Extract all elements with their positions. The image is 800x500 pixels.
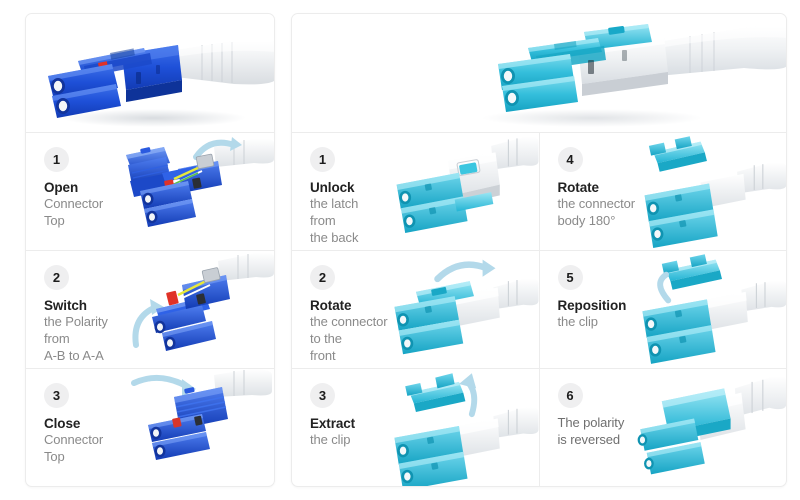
right-step-4-line-2: body 180° xyxy=(557,212,616,228)
left-step-1-line-2: Top xyxy=(44,212,65,228)
right-step-cell-6: 6 The polarity is reversed xyxy=(538,369,787,486)
left-step-3-badge: 3 xyxy=(44,383,69,408)
cyan-connector-unlock-latch-illustration xyxy=(396,136,539,233)
right-step-row-c: 3 Extract the clip xyxy=(292,369,786,486)
left-step-row-2: 2 Switch the Polarity from A-B to A-A xyxy=(26,251,274,369)
right-step-5-text: 5 Reposition the clip xyxy=(540,251,636,368)
left-step-2-art xyxy=(122,251,274,368)
right-step-4-line-1: the connector xyxy=(557,196,636,212)
cyan-connector-reversed-illustration xyxy=(637,376,786,475)
left-step-2-line-3: A-B to A-A xyxy=(44,347,104,363)
left-step-3-line-1: Connector xyxy=(44,432,104,448)
left-step-1-art xyxy=(122,133,274,250)
left-step-cell-1: 1 Open Connector Top xyxy=(26,133,274,250)
left-step-row-1: 1 Open Connector Top xyxy=(26,133,274,251)
left-step-1-line-1: Connector xyxy=(44,196,104,212)
left-step-2-badge: 2 xyxy=(44,265,69,290)
right-step-cell-3: 3 Extract the clip xyxy=(292,369,539,486)
right-step-2-badge: 2 xyxy=(310,265,335,290)
right-step-6-art xyxy=(636,369,787,486)
right-step-3-badge: 3 xyxy=(310,383,335,408)
left-step-3-title: Close xyxy=(44,416,81,431)
right-step-4-text: 4 Rotate the connector body 180° xyxy=(540,133,636,250)
left-step-1-badge: 1 xyxy=(44,147,69,172)
right-step-cell-4: 4 Rotate the connector body 180° xyxy=(538,133,787,250)
right-step-1-text: 1 Unlock the latch from the back xyxy=(292,133,388,250)
right-step-3-line-1: the clip xyxy=(310,432,351,448)
right-panel: 1 Unlock the latch from the back xyxy=(291,13,787,487)
right-step-cell-5: 5 Reposition the clip xyxy=(538,251,787,368)
right-step-3-text: 3 Extract the clip xyxy=(292,369,388,486)
right-step-1-art xyxy=(388,133,539,250)
right-step-6-text: 6 The polarity is reversed xyxy=(540,369,636,486)
left-step-cell-3: 3 Close Connector Top xyxy=(26,369,274,486)
left-step-3-line-2: Top xyxy=(44,448,65,464)
blue-connector-close-top-illustration xyxy=(131,369,272,460)
right-step-rows: 1 Unlock the latch from the back xyxy=(292,133,786,486)
right-step-3-art xyxy=(388,369,539,486)
right-step-2-title: Rotate xyxy=(310,298,352,313)
right-step-1-line-2: from xyxy=(310,212,336,228)
right-step-cell-1: 1 Unlock the latch from the back xyxy=(292,133,539,250)
right-step-1-title: Unlock xyxy=(310,180,355,195)
left-step-2-line-1: the Polarity xyxy=(44,314,108,330)
left-step-row-3: 3 Close Connector Top xyxy=(26,369,274,486)
left-step-2-line-2: from xyxy=(44,330,70,346)
blue-connector-open-top-illustration xyxy=(126,137,274,227)
right-step-1-badge: 1 xyxy=(310,147,335,172)
left-step-2-text: 2 Switch the Polarity from A-B to A-A xyxy=(26,251,122,368)
left-panel: 1 Open Connector Top xyxy=(25,13,275,487)
blue-connector-photo xyxy=(48,40,274,127)
right-step-5-badge: 5 xyxy=(557,265,583,290)
right-step-cell-2: 2 Rotate the connector to the front xyxy=(292,251,539,368)
left-step-1-text: 1 Open Connector Top xyxy=(26,133,122,250)
right-step-1-line-3: the back xyxy=(310,229,359,245)
cyan-connector-extract-clip-illustration xyxy=(394,373,539,486)
right-hero-image xyxy=(292,14,786,133)
left-step-rows: 1 Open Connector Top xyxy=(26,133,274,486)
right-step-1-line-1: the latch xyxy=(310,196,359,212)
right-step-6-line-1: The polarity xyxy=(557,415,625,430)
right-step-4-art xyxy=(636,133,787,250)
right-step-2-line-2: to the xyxy=(310,330,342,346)
right-step-6-badge: 6 xyxy=(557,383,583,408)
right-step-4-title: Rotate xyxy=(557,180,600,195)
cyan-connector-reposition-clip-illustration xyxy=(641,254,786,364)
right-step-4-badge: 4 xyxy=(557,147,583,172)
cyan-connector-photo xyxy=(482,24,786,127)
blue-connector-switch-polarity-illustration xyxy=(132,252,274,351)
right-step-2-art xyxy=(388,251,539,368)
right-step-5-line-1: the clip xyxy=(557,314,598,330)
cyan-connector-rotate-front-illustration xyxy=(394,259,539,355)
left-step-2-title: Switch xyxy=(44,298,87,313)
right-step-row-a: 1 Unlock the latch from the back xyxy=(292,133,786,251)
right-step-5-art xyxy=(636,251,787,368)
left-hero-image xyxy=(26,14,274,133)
left-step-1-title: Open xyxy=(44,180,79,195)
right-step-row-b: 2 Rotate the connector to the front xyxy=(292,251,786,369)
cyan-connector-rotate-180-illustration xyxy=(644,136,786,249)
right-step-2-text: 2 Rotate the connector to the front xyxy=(292,251,388,368)
left-step-cell-2: 2 Switch the Polarity from A-B to A-A xyxy=(26,251,274,368)
left-step-3-text: 3 Close Connector Top xyxy=(26,369,122,486)
right-step-5-title: Reposition xyxy=(557,298,627,313)
right-step-3-title: Extract xyxy=(310,416,356,431)
right-step-2-line-3: front xyxy=(310,347,336,363)
left-step-3-art xyxy=(122,369,274,486)
right-step-6-line-2: is reversed xyxy=(557,431,621,447)
right-step-2-line-1: the connector xyxy=(310,314,388,330)
